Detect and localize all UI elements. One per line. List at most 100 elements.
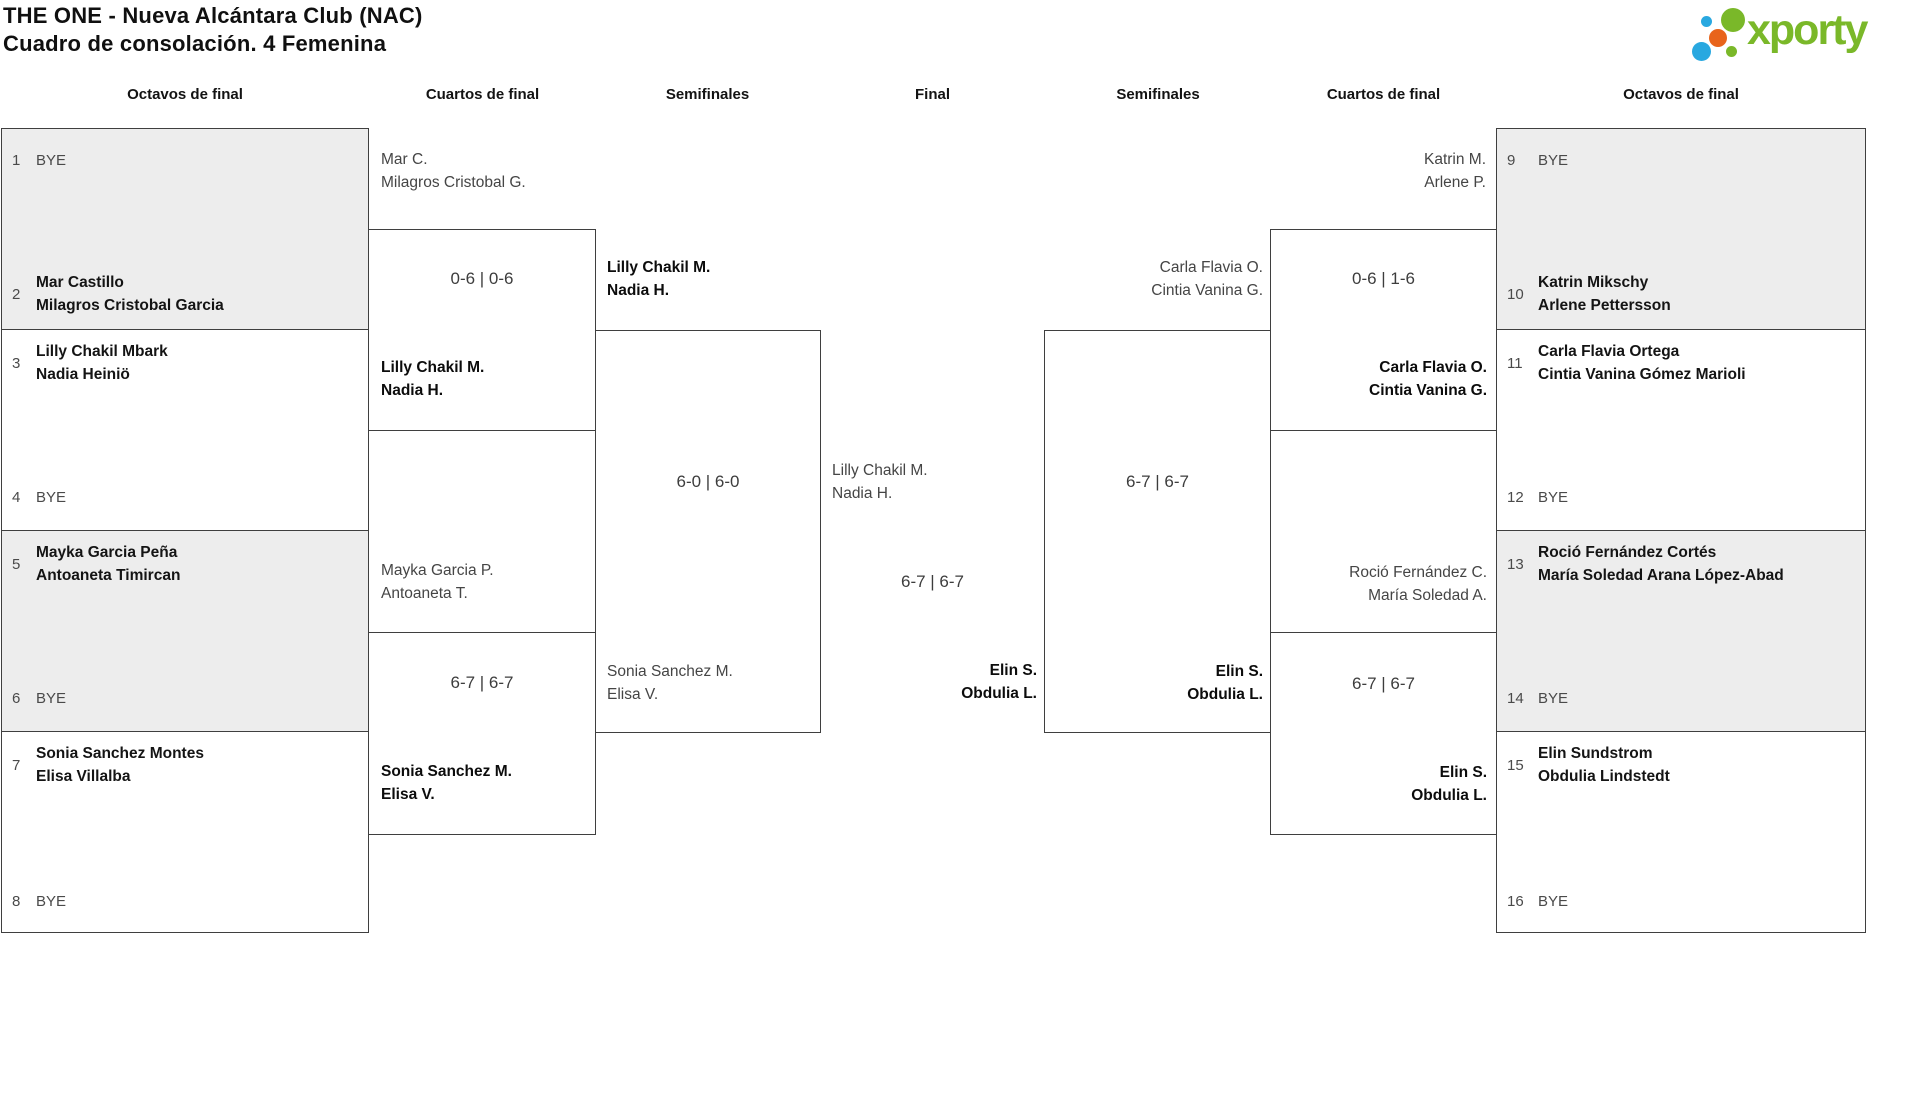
player-name: Mar Castillo xyxy=(36,274,124,291)
qf-right-1-winner-team: Carla Flavia O. Cintia Vanina G. xyxy=(1270,356,1487,402)
final-top-team: Lilly Chakil M. Nadia H. xyxy=(832,459,928,505)
player-name: Roció Fernández Cortés xyxy=(1538,544,1717,561)
seed-number: 14 xyxy=(1507,690,1524,707)
player-name: Nadia H. xyxy=(607,282,670,299)
cuartos-right-box-2 xyxy=(1270,632,1497,835)
octavos-match-6: 11 Carla Flavia Ortega Cintia Vanina Góm… xyxy=(1497,330,1865,531)
bye-label: BYE xyxy=(36,152,67,169)
player-name: Lilly Chakil Mbark xyxy=(36,343,168,360)
bracket-slot-seed-4: 4 BYE xyxy=(12,489,360,506)
octavos-match-7: 13 Roció Fernández Cortés María Soledad … xyxy=(1497,531,1865,732)
seed-number: 8 xyxy=(12,893,21,910)
bracket-slot-seed-5: 5 Mayka Garcia Peña Antoaneta Timircan xyxy=(12,541,360,587)
team-names: Carla Flavia Ortega Cintia Vanina Gómez … xyxy=(1538,340,1746,386)
bye-label: BYE xyxy=(36,893,67,910)
qf-left-2-score: 6-7 | 6-7 xyxy=(450,673,514,692)
seed-number: 4 xyxy=(12,489,21,506)
round-header-right-cuartos: Cuartos de final xyxy=(1326,86,1441,103)
bye-label: BYE xyxy=(36,690,67,707)
logo-wordmark: xporty xyxy=(1747,6,1868,54)
seed-number: 10 xyxy=(1507,285,1524,303)
player-name: Arlene P. xyxy=(1424,174,1486,191)
player-name: Mayka Garcia Peña xyxy=(36,544,178,561)
player-name: Elin Sundstrom xyxy=(1538,745,1653,762)
bracket-slot-seed-16: 16 BYE xyxy=(1507,893,1857,910)
cuartos-right-box-1 xyxy=(1270,229,1497,431)
bracket-slot-seed-14: 14 BYE xyxy=(1507,690,1857,707)
cuartos-left-box-2 xyxy=(368,632,596,835)
qf-right-1-score: 0-6 | 1-6 xyxy=(1351,269,1415,288)
round-header-left-cuartos: Cuartos de final xyxy=(425,86,540,103)
team-names: Roció Fernández Cortés María Soledad Ara… xyxy=(1538,541,1784,587)
player-name: Obdulia Lindstedt xyxy=(1538,768,1670,785)
player-name: Lilly Chakil M. xyxy=(381,359,485,376)
round-header-right-semis: Semifinales xyxy=(1116,86,1200,103)
seed-number: 15 xyxy=(1507,756,1524,774)
player-name: Carla Flavia O. xyxy=(1379,359,1487,376)
octavos-match-3: 5 Mayka Garcia Peña Antoaneta Timircan 6… xyxy=(2,531,368,732)
bracket-slot-seed-1: 1 BYE xyxy=(12,152,360,169)
team-names: Elin Sundstrom Obdulia Lindstedt xyxy=(1538,742,1670,788)
player-name: Carla Flavia Ortega xyxy=(1538,343,1680,360)
bye-label: BYE xyxy=(1538,489,1569,506)
bracket-slot-seed-15: 15 Elin Sundstrom Obdulia Lindstedt xyxy=(1507,742,1857,788)
qf-left-2-winner-team: Sonia Sanchez M. Elisa V. xyxy=(381,760,512,806)
bracket-slot-seed-8: 8 BYE xyxy=(12,893,360,910)
bracket-slot-seed-12: 12 BYE xyxy=(1507,489,1857,506)
qf-right-2-feeder-team: Roció Fernández C. María Soledad A. xyxy=(1270,561,1487,607)
seed-number: 11 xyxy=(1507,354,1523,372)
draw-subtitle: Cuadro de consolación. 4 Femenina xyxy=(3,31,387,56)
tournament-title: THE ONE - Nueva Alcántara Club (NAC) xyxy=(3,3,423,28)
sf-left-top-team: Lilly Chakil M. Nadia H. xyxy=(607,256,710,302)
player-name: María Soledad Arana López-Abad xyxy=(1538,567,1784,584)
player-name: Elin S. xyxy=(989,662,1037,679)
octavos-right-column: 9 BYE 10 Katrin Mikschy Arlene Pettersso… xyxy=(1496,128,1866,933)
sf-right-top-team: Carla Flavia O. Cintia Vanina G. xyxy=(1046,256,1263,302)
bye-label: BYE xyxy=(1538,893,1569,910)
player-name: Obdulia L. xyxy=(961,685,1037,702)
team-names: Sonia Sanchez Montes Elisa Villalba xyxy=(36,742,204,788)
player-name: Antoaneta T. xyxy=(381,585,468,602)
player-name: Sonia Sanchez Montes xyxy=(36,745,204,762)
qf-left-1-winner-team: Lilly Chakil M. Nadia H. xyxy=(381,356,484,402)
sf-right-winner-team: Elin S. Obdulia L. xyxy=(1046,660,1263,706)
player-name: Nadia H. xyxy=(381,382,444,399)
player-name: Elin S. xyxy=(1439,764,1487,781)
seed-number: 16 xyxy=(1507,893,1524,910)
player-name: Sonia Sanchez M. xyxy=(607,663,733,680)
bracket-slot-seed-11: 11 Carla Flavia Ortega Cintia Vanina Góm… xyxy=(1507,340,1857,386)
player-name: Nadia Heiniö xyxy=(36,366,130,383)
final-score: 6-7 | 6-7 xyxy=(900,572,964,591)
player-name: Milagros Cristobal G. xyxy=(381,174,526,191)
player-name: Roció Fernández C. xyxy=(1349,564,1487,581)
round-header-left-semis: Semifinales xyxy=(665,86,750,103)
round-header-final: Final xyxy=(914,86,950,103)
bracket-slot-seed-10: 10 Katrin Mikschy Arlene Pettersson xyxy=(1507,271,1857,317)
bracket-slot-seed-2: 2 Mar Castillo Milagros Cristobal Garcia xyxy=(12,271,360,317)
octavos-match-4: 7 Sonia Sanchez Montes Elisa Villalba 8 … xyxy=(2,732,368,934)
qf-right-2-score: 6-7 | 6-7 xyxy=(1351,674,1415,693)
sf-right-score: 6-7 | 6-7 xyxy=(1125,472,1189,491)
player-name: Katrin M. xyxy=(1423,151,1486,168)
seed-number: 6 xyxy=(12,690,21,707)
player-name: Katrin Mikschy xyxy=(1538,274,1649,291)
bracket-slot-seed-13: 13 Roció Fernández Cortés María Soledad … xyxy=(1507,541,1857,587)
player-name: Cintia Vanina Gómez Marioli xyxy=(1538,366,1746,383)
sf-left-bottom-team: Sonia Sanchez M. Elisa V. xyxy=(607,660,733,706)
player-name: Obdulia L. xyxy=(1187,686,1263,703)
bracket-slot-seed-9: 9 BYE xyxy=(1507,152,1857,169)
player-name: Mar C. xyxy=(381,151,428,168)
bracket-slot-seed-7: 7 Sonia Sanchez Montes Elisa Villalba xyxy=(12,742,360,788)
player-name: Elisa V. xyxy=(607,686,659,703)
player-name: Cintia Vanina G. xyxy=(1369,382,1487,399)
team-names: Lilly Chakil Mbark Nadia Heiniö xyxy=(36,340,168,386)
player-name: Lilly Chakil M. xyxy=(832,462,928,479)
octavos-left-column: 1 BYE 2 Mar Castillo Milagros Cristobal … xyxy=(1,128,369,933)
seed-number: 12 xyxy=(1507,489,1524,506)
logo-dot-blue-large-icon xyxy=(1692,42,1711,61)
qf-left-1-score: 0-6 | 0-6 xyxy=(450,269,514,288)
logo-dot-green-small-icon xyxy=(1726,46,1737,57)
player-name: Arlene Pettersson xyxy=(1538,297,1671,314)
seed-number: 5 xyxy=(12,555,21,573)
bracket-slot-seed-6: 6 BYE xyxy=(12,690,360,707)
